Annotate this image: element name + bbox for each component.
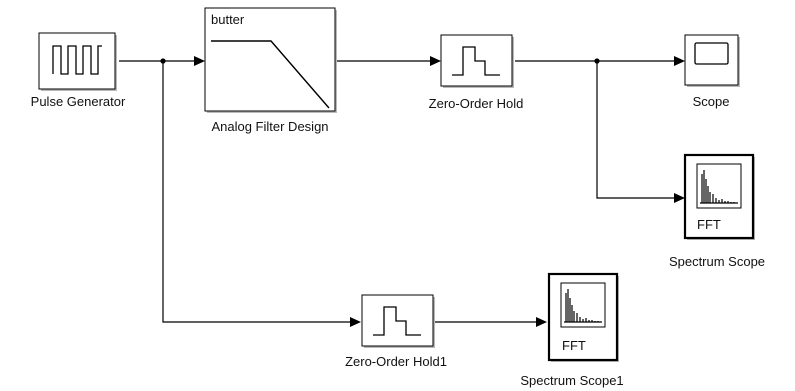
staircase-icon <box>373 306 421 336</box>
arrow-into-spectrum-scope1 <box>536 317 547 327</box>
pulse-generator-label: Pulse Generator <box>31 94 126 109</box>
staircase-icon <box>452 46 500 76</box>
spectrum-bars-icon <box>560 282 606 328</box>
filter-type-text: butter <box>211 12 245 27</box>
pulse-generator-body <box>38 32 116 90</box>
analog-filter-design-block[interactable]: butter Analog Filter Design <box>204 7 337 134</box>
zoh-label: Zero-Order Hold <box>429 96 524 111</box>
arrow-into-filter <box>194 56 205 66</box>
spectrum-bars-icon <box>696 163 742 209</box>
analog-filter-body <box>204 7 336 112</box>
wire-branch-to-spectrum-scope[interactable] <box>596 61 674 199</box>
arrow-into-zoh1 <box>350 317 361 327</box>
scope-screen-icon <box>694 42 729 65</box>
spectrum-scope-fft-text: FFT <box>697 217 721 232</box>
wire-branch-to-zoh1[interactable] <box>162 61 350 323</box>
arrow-into-zoh <box>430 56 441 66</box>
pulse-generator-block[interactable]: Pulse Generator <box>31 32 126 109</box>
zero-order-hold1-block[interactable]: Zero-Order Hold1 <box>345 294 447 369</box>
zero-order-hold-block[interactable]: Zero-Order Hold <box>429 34 524 111</box>
scope-label: Scope <box>693 94 730 109</box>
arrow-into-scope <box>674 56 685 66</box>
arrow-into-spectrum-scope <box>674 193 685 203</box>
pulse-train-icon <box>52 45 102 75</box>
spectrum-scope1-block[interactable]: FFT Spectrum Scope1 <box>520 272 624 388</box>
scope-block[interactable]: Scope <box>684 34 740 109</box>
zoh1-label: Zero-Order Hold1 <box>345 354 447 369</box>
spectrum-scope1-fft-text: FFT <box>562 338 586 353</box>
signal-lines <box>119 56 685 327</box>
analog-filter-label: Analog Filter Design <box>211 119 328 134</box>
spectrum-scope-label: Spectrum Scope <box>669 254 765 269</box>
lowpass-response-icon <box>211 40 330 109</box>
spectrum-scope-block[interactable]: FFT Spectrum Scope <box>669 153 765 269</box>
spectrum-scope1-label: Spectrum Scope1 <box>520 373 623 388</box>
